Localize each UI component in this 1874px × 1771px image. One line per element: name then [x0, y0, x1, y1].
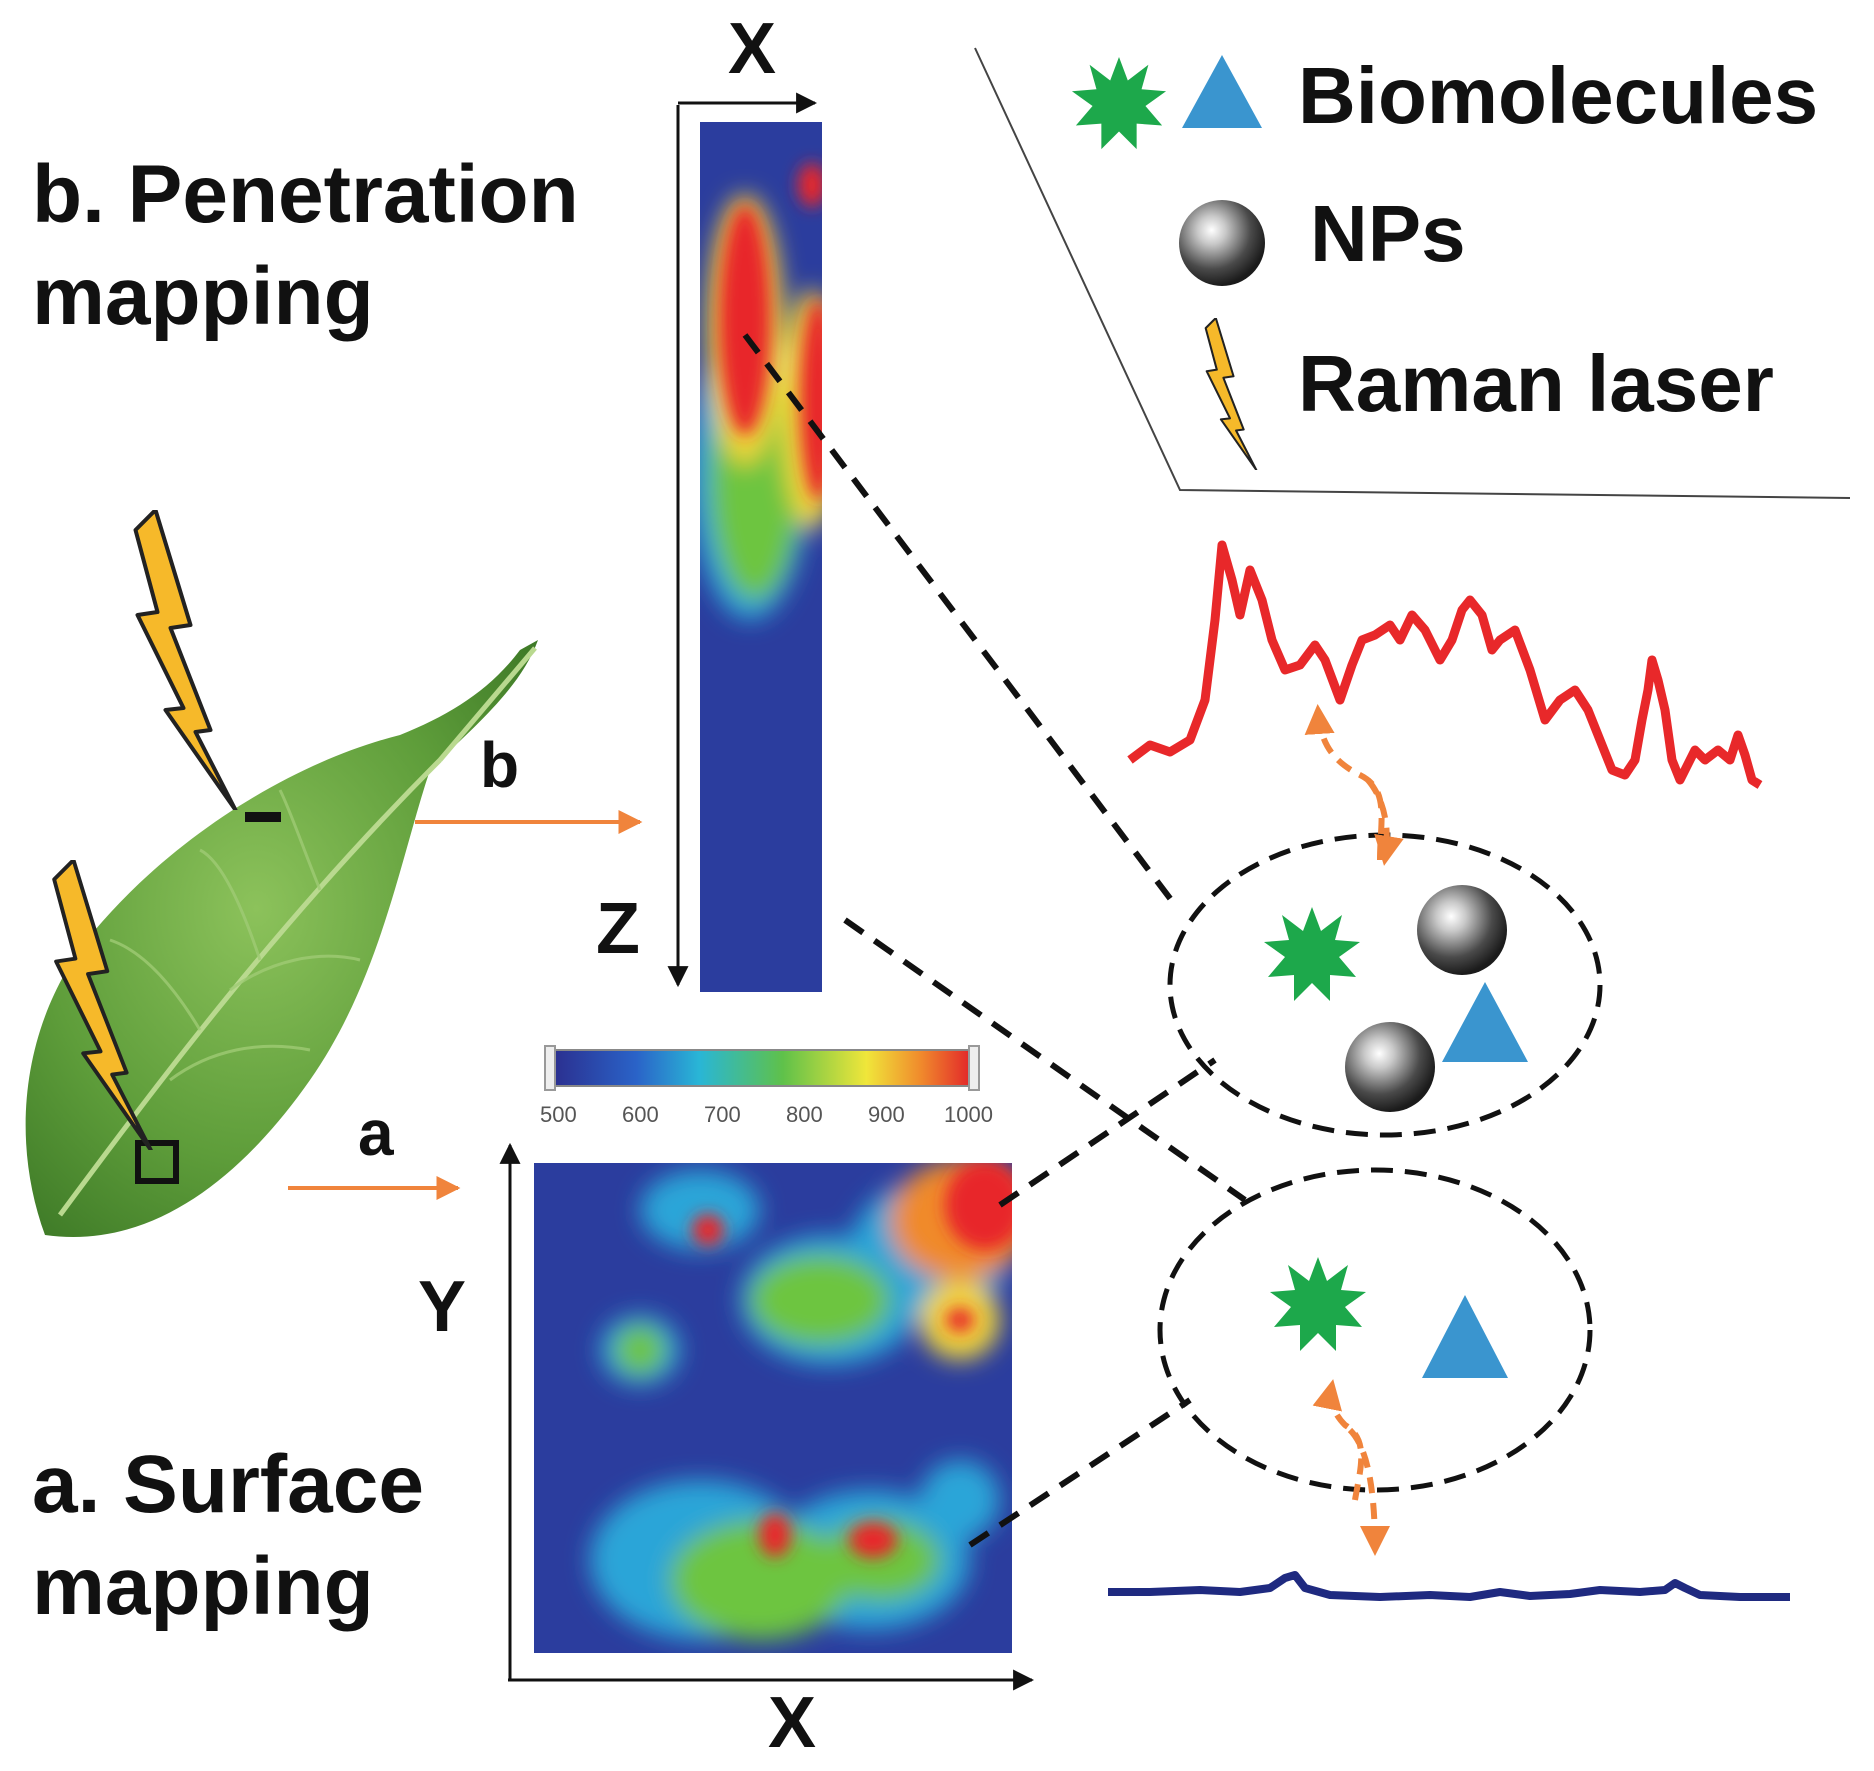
- legend-border: [974, 47, 1851, 499]
- z-axis-label: Z: [596, 889, 640, 969]
- colorbar-tick: 700: [704, 1102, 741, 1127]
- top-x-axis-label: X: [728, 9, 777, 89]
- nanoparticle-icon: [1345, 1022, 1435, 1112]
- colorbar-tick: 800: [786, 1102, 823, 1127]
- nanoparticle-icon: [1417, 885, 1507, 975]
- legend-raman-laser: Raman laser: [1298, 339, 1774, 428]
- biomolecule-star-icon: [1264, 907, 1360, 1001]
- legend-nps: NPs: [1310, 189, 1466, 278]
- arrow-a-label: a: [358, 1097, 394, 1169]
- penetration-spot-marker: [245, 812, 281, 822]
- colorbar: [544, 1045, 980, 1091]
- legend-biomolecules: Biomolecules: [1298, 51, 1819, 140]
- high-signal-spectrum: [1127, 540, 1763, 789]
- surface-title-line1: a. Surface: [32, 1439, 424, 1530]
- surface-spot-marker: [135, 1140, 179, 1184]
- low-signal-spectrum: [1108, 1571, 1790, 1601]
- zoom-ellipse-low: [1157, 1167, 1593, 1493]
- penetration-map: [700, 122, 822, 992]
- penetration-title-line1: b. Penetration: [32, 149, 579, 240]
- biomolecule-triangle-icon: [1442, 982, 1528, 1062]
- colorbar-tick: 600: [622, 1102, 659, 1127]
- colorbar-tick: 1000: [944, 1102, 993, 1127]
- interaction-arrow: [1304, 704, 1385, 861]
- leaf-image: [25, 640, 538, 1238]
- biomolecule-star-icon: [1270, 1257, 1366, 1351]
- zoom-lines: [742, 333, 1247, 1548]
- penetration-title-line2: mapping: [32, 251, 374, 342]
- colorbar-tick: 500: [540, 1102, 577, 1127]
- surface-title-line2: mapping: [32, 1541, 374, 1632]
- laser-bolt-icon: [136, 510, 236, 810]
- arrow-b-label: b: [480, 729, 520, 801]
- colorbar-tick: 900: [868, 1102, 905, 1127]
- surface-map: [534, 1163, 1012, 1653]
- biomolecule-triangle-icon: [1422, 1295, 1508, 1378]
- bottom-x-axis-label: X: [768, 1683, 817, 1763]
- y-axis-label: Y: [418, 1267, 467, 1347]
- interaction-arrow: [1312, 1379, 1365, 1501]
